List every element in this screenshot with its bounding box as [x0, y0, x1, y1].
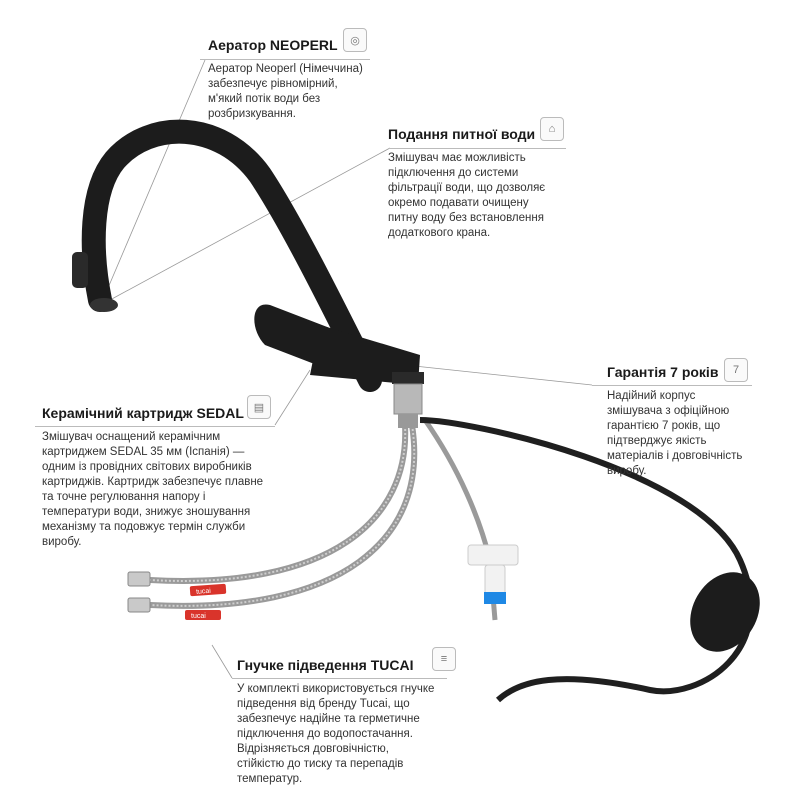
hose-tag-label: tucai — [191, 613, 206, 620]
chrome-base — [393, 383, 423, 415]
callout-warranty: Гарантія 7 років Надійний корпус змішува… — [607, 364, 742, 479]
divider — [200, 59, 370, 60]
callout-hoses: Гнучке підведення TUCAI У комплекті вико… — [237, 657, 434, 787]
callout-body: У комплекті використовується гнучке підв… — [237, 683, 435, 785]
callout-cartridge: Керамічний картридж SEDAL Змішувач оснащ… — [42, 405, 263, 550]
divider — [35, 426, 275, 427]
leader-line-drinking-water — [109, 147, 391, 301]
callout-body: Змішувач має можливість підключення до с… — [388, 152, 546, 239]
hose-nut-2 — [127, 597, 151, 613]
hose-weight — [690, 572, 760, 652]
aerator — [90, 298, 118, 312]
callout-body: Змішувач оснащений керамічним картриджем… — [42, 431, 264, 548]
leader-line-warranty — [404, 364, 593, 386]
leader-line-aerator — [104, 59, 206, 296]
warranty-badge-icon: 7 — [724, 358, 748, 382]
spray-button — [72, 252, 88, 288]
callout-title: Подання питної води — [388, 126, 536, 142]
hose-nut-1 — [127, 571, 151, 587]
aerator-icon: ◎ — [343, 28, 367, 52]
callout-title: Гарантія 7 років — [607, 364, 719, 380]
hose-tag-2 — [185, 610, 221, 620]
divider — [388, 148, 566, 149]
hose-tag-label: tucai — [196, 588, 212, 596]
cartridge-icon: ▤ — [247, 395, 271, 419]
flexible-hose-icon: ≡ — [432, 647, 456, 671]
leader-line-cartridge — [274, 369, 311, 426]
spout — [81, 119, 382, 392]
divider — [592, 385, 752, 386]
hose-tag-1 — [189, 583, 227, 597]
callout-body: Надійний корпус змішувача з офіційною га… — [607, 390, 743, 477]
callout-title: Гнучке підведення TUCAI — [237, 657, 414, 673]
faucet-body — [310, 325, 420, 385]
callout-drinking-water: Подання питної води Змішувач має можливі… — [388, 126, 545, 241]
callout-body: Аератор Neoperl (Німеччина) забезпечує р… — [208, 63, 363, 120]
callout-title: Аератор NEOPERL — [208, 37, 338, 53]
filter-valve — [467, 544, 519, 566]
callout-title: Керамічний картридж SEDAL — [42, 405, 244, 421]
divider — [232, 678, 447, 679]
water-filter-icon: ⌂ — [540, 117, 564, 141]
leader-line-hoses — [211, 644, 233, 679]
callout-aerator: Аератор NEOPERL Аератор Neoperl (Німеччи… — [208, 37, 363, 122]
